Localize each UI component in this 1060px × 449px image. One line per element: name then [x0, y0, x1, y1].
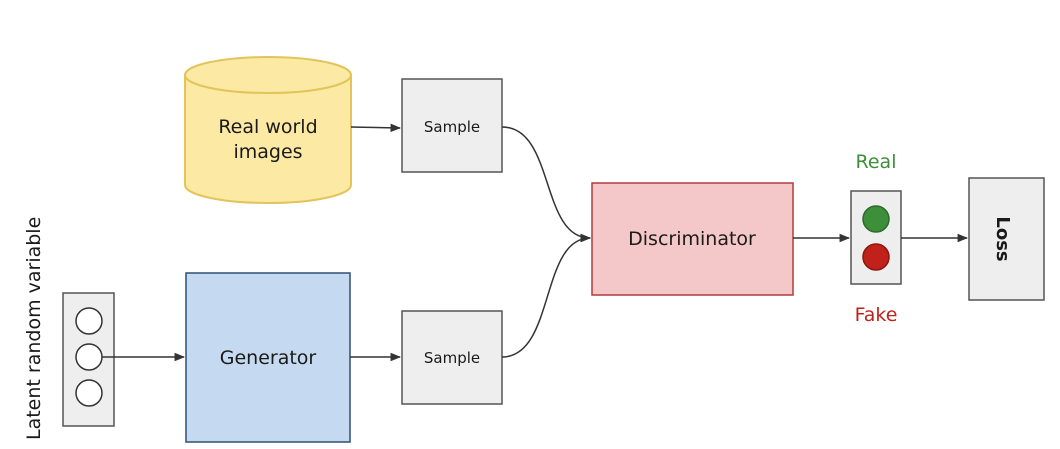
sample-bottom-node: Sample — [401, 310, 503, 405]
connectors — [102, 123, 969, 362]
cylinder-top — [184, 56, 352, 94]
fake-label: Fake — [855, 304, 898, 326]
real-label: Real — [856, 151, 897, 173]
generator-label: Generator — [220, 347, 317, 369]
real-world-images-node: Real world images — [184, 56, 352, 204]
edge-sample-top-to-discriminator — [501, 126, 592, 243]
cylinder-body — [184, 75, 352, 204]
latent-variable-label: Latent random variable — [23, 217, 45, 440]
real-images-label-line2: images — [233, 141, 302, 163]
fake-indicator-light — [862, 243, 890, 271]
sample-top-label: Sample — [424, 118, 480, 136]
real-indicator-light — [862, 205, 890, 233]
discriminator-node: Discriminator — [591, 182, 794, 296]
edge-sample-bottom-to-discriminator — [501, 233, 592, 358]
discriminator-label: Discriminator — [628, 228, 756, 250]
edge-real-to-sample — [350, 123, 402, 133]
latent-circle-2 — [75, 343, 103, 371]
real-images-label-line1: Real world — [218, 116, 317, 138]
output-indicator — [850, 190, 902, 285]
sample-bottom-label: Sample — [424, 349, 480, 367]
loss-node: Loss — [968, 177, 1045, 301]
generator-node: Generator — [185, 272, 351, 443]
latent-variable-node — [62, 292, 115, 427]
loss-label: Loss — [992, 216, 1013, 261]
latent-circle-3 — [75, 379, 103, 407]
sample-top-node: Sample — [401, 78, 503, 173]
latent-circle-1 — [75, 307, 103, 335]
